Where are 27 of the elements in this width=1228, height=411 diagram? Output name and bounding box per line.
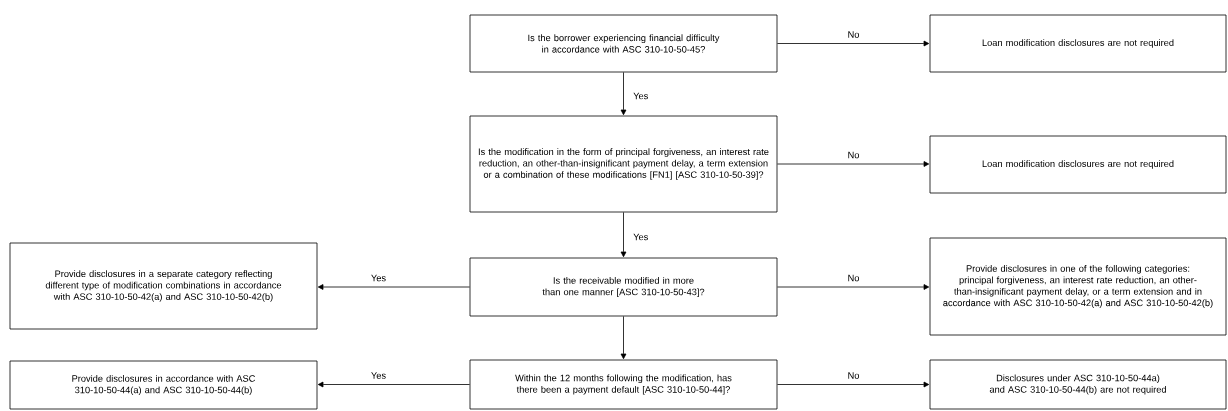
arrow xyxy=(777,161,930,167)
decision-box: Is the modification in the form of principal forgiveness, an interest rate reduction, an other-than-insignificant payment delay, a term extension or a combination of these modifications [FN1] [ASC 310-10-50-39]? xyxy=(469,115,778,213)
arrow xyxy=(620,72,627,116)
edge-label: No xyxy=(846,370,861,381)
decision-box: Is the borrower experiencing financial difficulty in accordance with ASC 310-10-50-45? xyxy=(469,14,778,73)
arrow xyxy=(777,40,930,47)
decision-box: Is the receivable modified in more than one manner [ASC 310-10-50-43]? xyxy=(469,257,778,317)
outcome-box: Loan modification disclosures are not required xyxy=(929,14,1227,73)
edge-label: Yes xyxy=(631,232,650,242)
outcome-box: Disclosures under ASC 310-10-50-44a) and ASC 310-10-50-44(b) are not required xyxy=(929,359,1227,410)
outcome-box: Loan modification disclosures are not required xyxy=(929,135,1227,194)
edge-label: No xyxy=(846,29,861,40)
arrow xyxy=(777,284,930,290)
outcome-box: Provide disclosures in one of the following categories: principal forgiveness, an interest rate reduction, an other-than-insignificant payment delay, or a term extension and in accordance with ASC 310-10-50-42(a) and ASC 310-10-50-42(b) xyxy=(929,237,1227,336)
edge-label: No xyxy=(846,150,861,160)
arrow xyxy=(317,381,470,388)
arrow xyxy=(620,212,627,258)
edge-label: Yes xyxy=(369,273,388,283)
edge-label: No xyxy=(846,273,861,283)
outcome-box: Provide disclosures in accordance with ASC 310-10-50-44(a) and ASC 310-10-50-44(b) xyxy=(9,360,318,410)
edge-label: Yes xyxy=(631,91,650,101)
edge-label: Yes xyxy=(369,370,388,381)
outcome-box: Provide disclosures in a separate category reflecting different type of modification combinations in accordance with ASC 310-10-50-42(a) and ASC 310-10-50-42(b) xyxy=(9,242,318,330)
arrow xyxy=(620,316,627,360)
arrow xyxy=(317,284,470,290)
arrow xyxy=(777,381,930,388)
decision-box: Within the 12 months following the modification, has there been a payment default [ASC 310-10-50-44]? xyxy=(469,359,778,410)
